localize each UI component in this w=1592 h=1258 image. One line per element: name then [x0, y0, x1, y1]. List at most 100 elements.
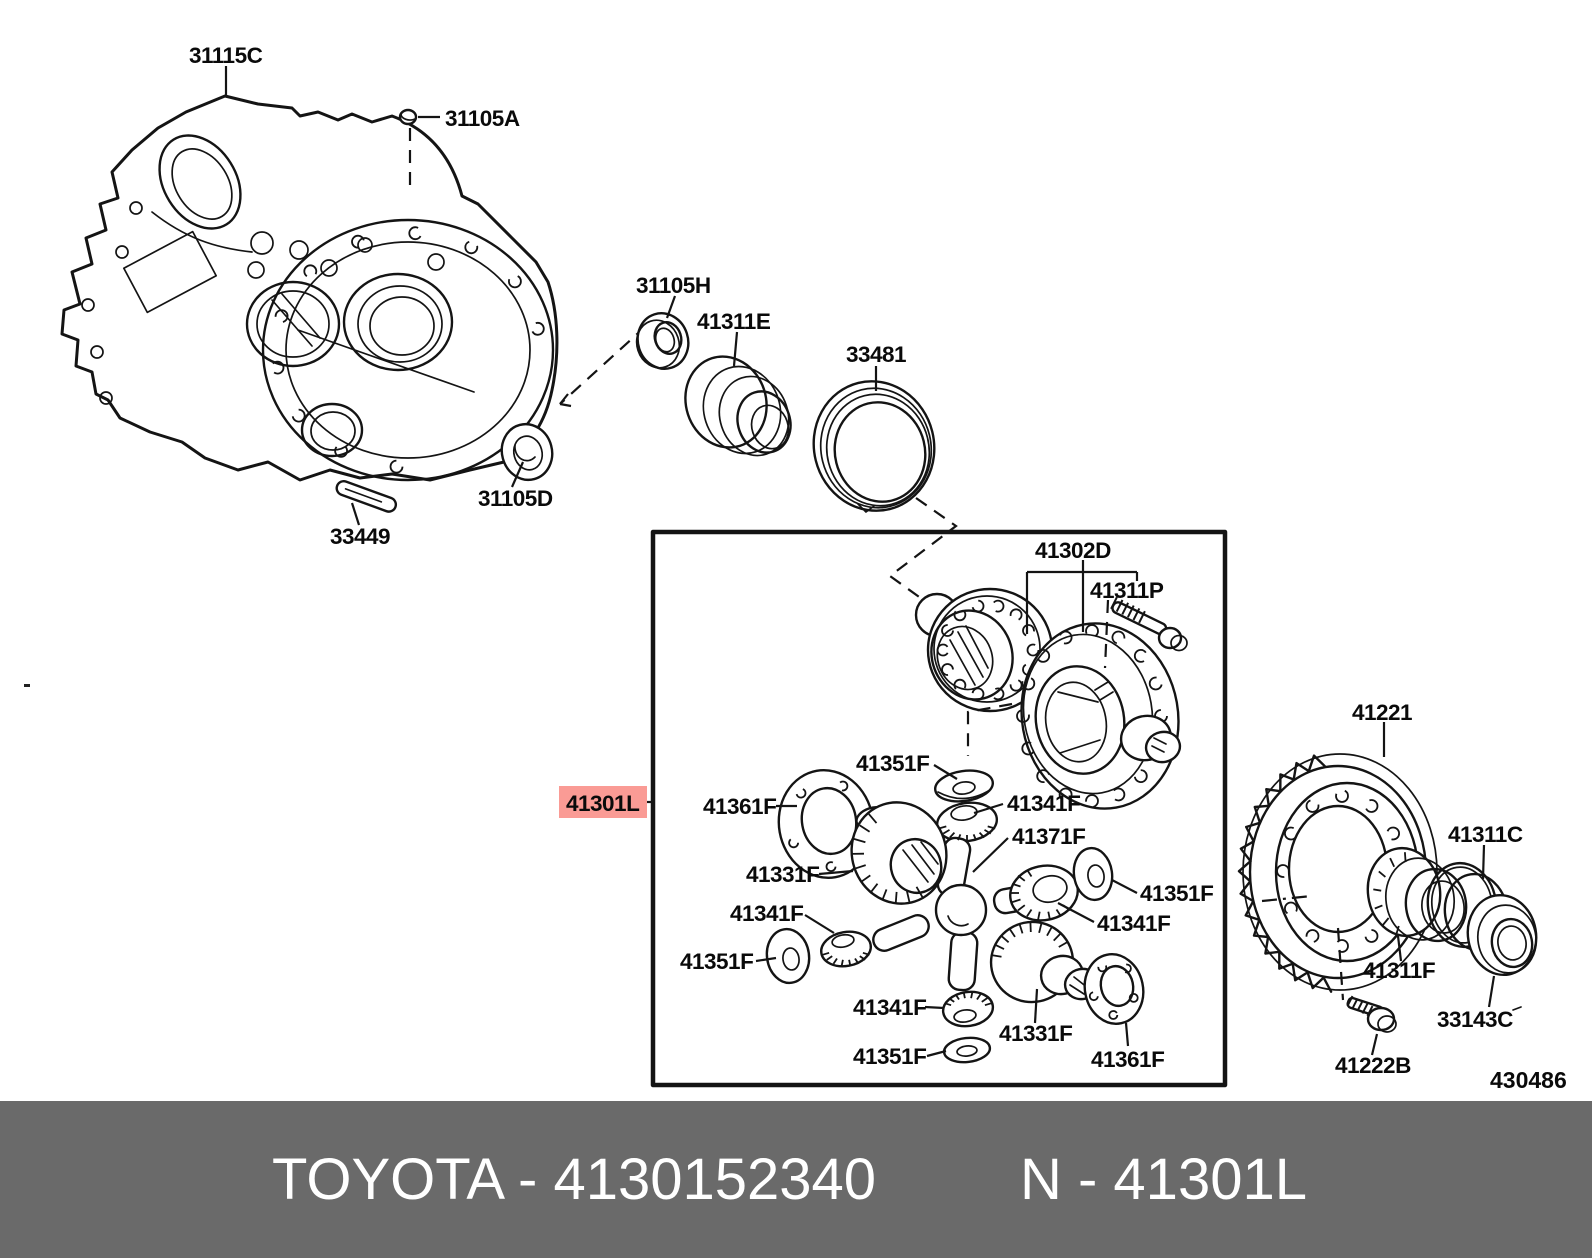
detail [389, 459, 404, 474]
detail [1058, 630, 1073, 645]
part-number-text[interactable]: 33481 [846, 342, 907, 367]
detail [868, 813, 878, 824]
detail [957, 834, 962, 841]
drawing-pinion-41341F-right [1009, 864, 1079, 922]
callout-41341F-bottom[interactable]: 41341F [853, 995, 945, 1020]
callout-41311E[interactable]: 41311E [697, 309, 771, 367]
callout-41351F-lower-left[interactable]: 41351F [680, 949, 777, 974]
part-number-text[interactable]: 31105H [636, 273, 711, 298]
highlight-box[interactable] [559, 786, 647, 818]
detail [962, 992, 966, 999]
part-number-text[interactable]: 33143C [1437, 1007, 1514, 1032]
drawing-plug-31105A [398, 108, 418, 190]
callout-41331F-bottom[interactable]: 41331F [999, 988, 1073, 1046]
detail [853, 838, 866, 844]
detail [976, 993, 982, 1001]
detail [530, 321, 545, 336]
part-number-text[interactable]: 41351F [853, 1044, 927, 1069]
part-number-text[interactable]: 41361F [703, 794, 777, 819]
drawing-washer-41351F-right [1072, 846, 1114, 902]
part-number-text[interactable]: 41331F [746, 862, 820, 887]
footer-banner: TOYOTA - 4130152340 N - 41301L [0, 1101, 1592, 1258]
part-number-text[interactable]: 41311F [1363, 958, 1436, 983]
part-number-text[interactable]: 41361F [1091, 1047, 1165, 1072]
detail [1284, 901, 1298, 916]
detail [972, 834, 977, 841]
callout-31105A[interactable]: 31105A [418, 106, 520, 131]
part-number-text[interactable]: 41221 [1352, 700, 1413, 725]
part-number-text[interactable]: 41341F [853, 995, 927, 1020]
callout-41302D[interactable]: 41302D [1025, 538, 1139, 634]
callout-41341F-lower-left[interactable]: 41341F [730, 901, 835, 934]
part-number-text[interactable]: 31105D [478, 486, 553, 511]
part-number-text[interactable]: 41311C [1448, 822, 1523, 847]
callout-31115C[interactable]: 31115C [189, 43, 263, 97]
detail [1361, 1003, 1369, 1014]
detail [1011, 882, 1021, 888]
detail [1000, 935, 1010, 943]
detail [859, 955, 866, 961]
detail [984, 1002, 992, 1007]
part-number-text[interactable]: 41311P [1090, 578, 1164, 603]
footer-background [0, 1101, 1592, 1258]
part-number-text[interactable]: 31115C [189, 43, 263, 68]
part-number-text[interactable]: 31105A [445, 106, 520, 131]
drawing-thrust-washer-41361F-left [777, 768, 875, 880]
part-number-text[interactable]: 33449 [330, 524, 391, 549]
part-number-text[interactable]: 41351F [680, 949, 754, 974]
detail [981, 997, 988, 1003]
callout-33481[interactable]: 33481 [846, 342, 907, 391]
detail [869, 883, 879, 894]
detail [464, 240, 479, 255]
detail [848, 959, 852, 966]
detail [1009, 608, 1023, 622]
detail [826, 955, 833, 961]
detail [854, 864, 866, 870]
part-number-text[interactable]: 41331F [999, 1021, 1073, 1046]
callout-31105D[interactable]: 31105D [478, 461, 553, 511]
drawing-side-gear-41331F-bottom [989, 920, 1101, 1004]
callout-41221[interactable]: 41221 [1352, 700, 1413, 757]
detail [508, 274, 522, 289]
callout-41311P[interactable]: 41311P [1090, 578, 1164, 603]
detail [954, 993, 960, 1001]
detail [1085, 624, 1099, 638]
callout-41341F-upper[interactable]: 41341F [973, 791, 1081, 816]
part-number-text[interactable]: 41341F [730, 901, 804, 926]
callout-41331F-left[interactable]: 41331F [746, 862, 854, 887]
callout-41351F-right[interactable]: 41351F [1111, 879, 1214, 906]
callout-33143C[interactable]: 33143C [1437, 975, 1514, 1032]
part-number-text[interactable]: 41302D [1035, 538, 1112, 563]
detail [894, 891, 898, 904]
part-number-text[interactable]: 41311E [697, 309, 771, 334]
detail [334, 443, 349, 458]
part-number-text[interactable]: 41301L [566, 791, 641, 816]
detail [840, 959, 844, 966]
detail [1133, 769, 1148, 783]
callout-41351F-bottom[interactable]: 41351F [853, 1044, 947, 1069]
callout-41311F[interactable]: 41311F [1363, 935, 1436, 983]
part-number-text[interactable]: 41222B [1335, 1053, 1412, 1078]
callout-41301L-highlighted[interactable]: 41301L [559, 786, 653, 818]
callout-41361F-left[interactable]: 41361F [703, 794, 797, 819]
callout-41361F-bottom[interactable]: 41361F [1091, 1022, 1165, 1072]
detail [1037, 911, 1041, 920]
detail [1335, 939, 1349, 953]
callout-41371F[interactable]: 41371F [972, 824, 1086, 873]
part-number-text[interactable]: 41351F [1140, 881, 1214, 906]
callout-41341F-right[interactable]: 41341F [1057, 902, 1171, 936]
callout-41351F-top[interactable]: 41351F [856, 751, 958, 780]
stray-mark [24, 684, 30, 687]
detail [859, 824, 871, 833]
part-number-text[interactable]: 41351F [856, 751, 930, 776]
callout-41311C[interactable]: 41311C [1448, 822, 1523, 880]
detail [1085, 794, 1099, 808]
callout-31105H[interactable]: 31105H [636, 273, 711, 319]
detail [1122, 963, 1132, 974]
callout-41222B[interactable]: 41222B [1335, 1033, 1412, 1078]
part-number-text[interactable]: 41371F [1012, 824, 1086, 849]
part-number-text[interactable]: 41341F [1007, 791, 1081, 816]
detail [1276, 864, 1290, 878]
part-number-text[interactable]: 41341F [1097, 911, 1171, 936]
callout-33449[interactable]: 33449 [330, 502, 391, 549]
